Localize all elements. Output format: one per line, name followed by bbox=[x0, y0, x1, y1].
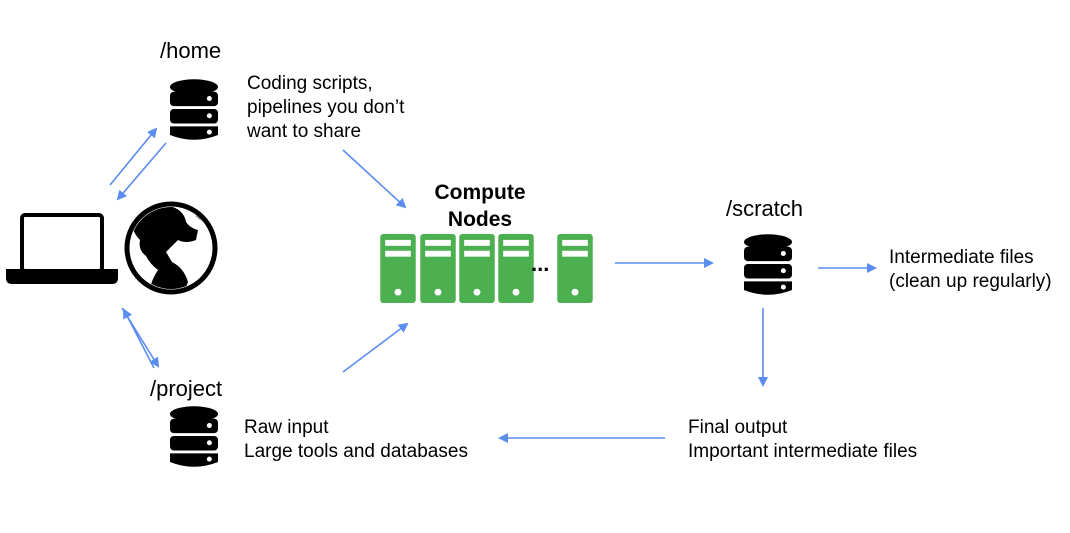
arrow-project-to-compute bbox=[342, 322, 409, 373]
compute-nodes-title: Compute Nodes bbox=[420, 179, 540, 233]
scratch-label: /scratch bbox=[726, 196, 804, 221]
arrow-home-to-laptop bbox=[116, 142, 167, 201]
laptop-icon bbox=[6, 213, 118, 284]
project-description: Raw input Large tools and databases bbox=[244, 416, 468, 464]
arrow-project-to-laptop bbox=[123, 308, 155, 369]
final-output-line-1: Final output bbox=[688, 417, 788, 438]
compute-title-line-1: Compute bbox=[434, 181, 526, 204]
compute-node-1 bbox=[380, 234, 416, 303]
scratch-database-icon bbox=[744, 234, 792, 295]
arrow-laptop-to-home bbox=[109, 127, 158, 186]
intermediate-line-1: Intermediate files bbox=[889, 247, 1034, 268]
project-label: /project bbox=[150, 376, 223, 401]
compute-node-5 bbox=[557, 234, 593, 303]
final-output-note: Final output Important intermediate file… bbox=[688, 416, 917, 464]
project-desc-line-1: Raw input bbox=[244, 417, 329, 438]
compute-ellipsis: ... bbox=[531, 251, 550, 276]
project-database-icon bbox=[170, 406, 218, 467]
home-desc-line-1: Coding scripts, bbox=[247, 73, 373, 94]
globe-icon bbox=[124, 201, 218, 295]
compute-node-2 bbox=[420, 234, 456, 303]
arrow-home-to-compute bbox=[342, 149, 407, 209]
compute-title-line-2: Nodes bbox=[447, 208, 513, 231]
intermediate-files-note: Intermediate files (clean up regularly) bbox=[889, 246, 1052, 294]
final-output-line-2: Important intermediate files bbox=[688, 441, 918, 462]
compute-node-4 bbox=[498, 234, 534, 303]
home-label: /home bbox=[160, 38, 222, 63]
intermediate-line-2: (clean up regularly) bbox=[889, 271, 1052, 292]
home-desc-line-3: want to share bbox=[247, 121, 362, 142]
home-desc-line-2: pipelines you don’t bbox=[247, 97, 405, 118]
home-description: Coding scripts, pipelines you don’t want… bbox=[247, 72, 404, 144]
project-desc-line-2: Large tools and databases bbox=[244, 441, 468, 462]
home-database-icon bbox=[170, 79, 218, 140]
compute-node-3 bbox=[459, 234, 495, 303]
